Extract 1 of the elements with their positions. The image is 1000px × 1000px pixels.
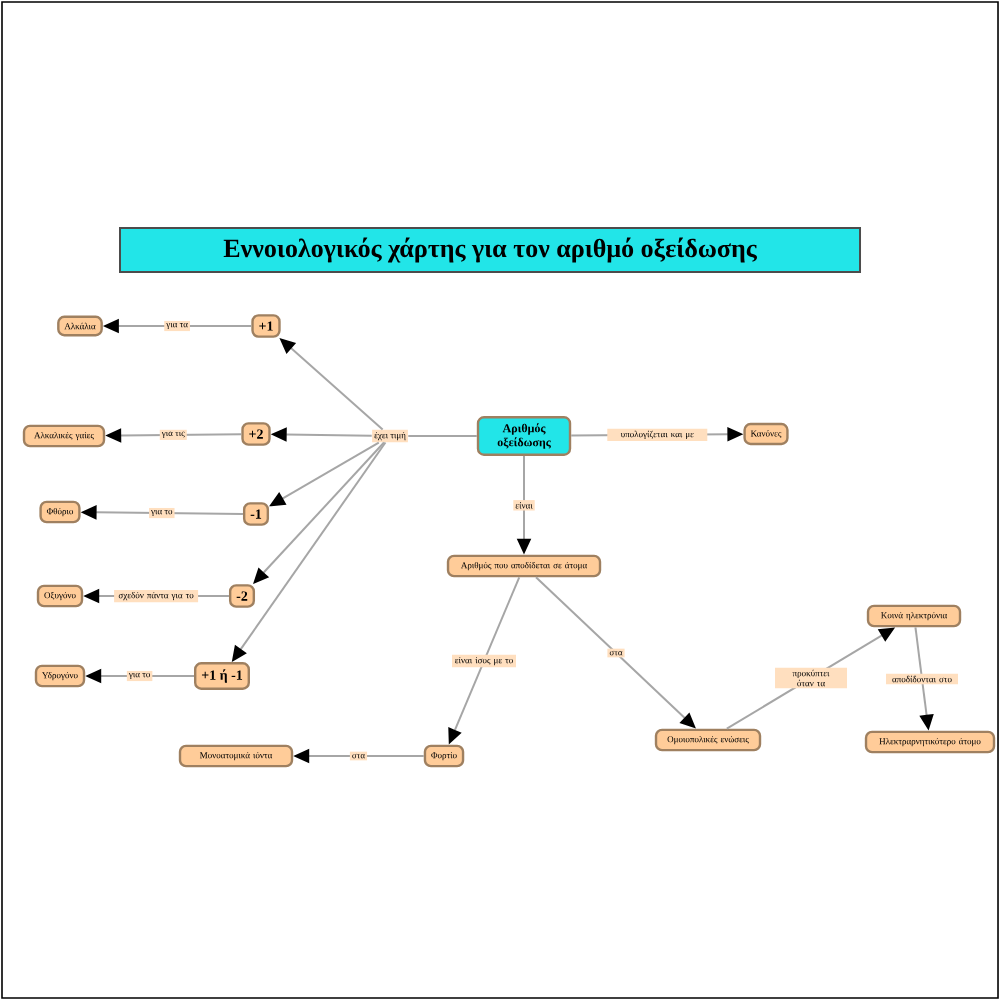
title-box: Εννοιολογικός χάρτης για τον αριθμό οξείδωσης: [119, 227, 861, 273]
